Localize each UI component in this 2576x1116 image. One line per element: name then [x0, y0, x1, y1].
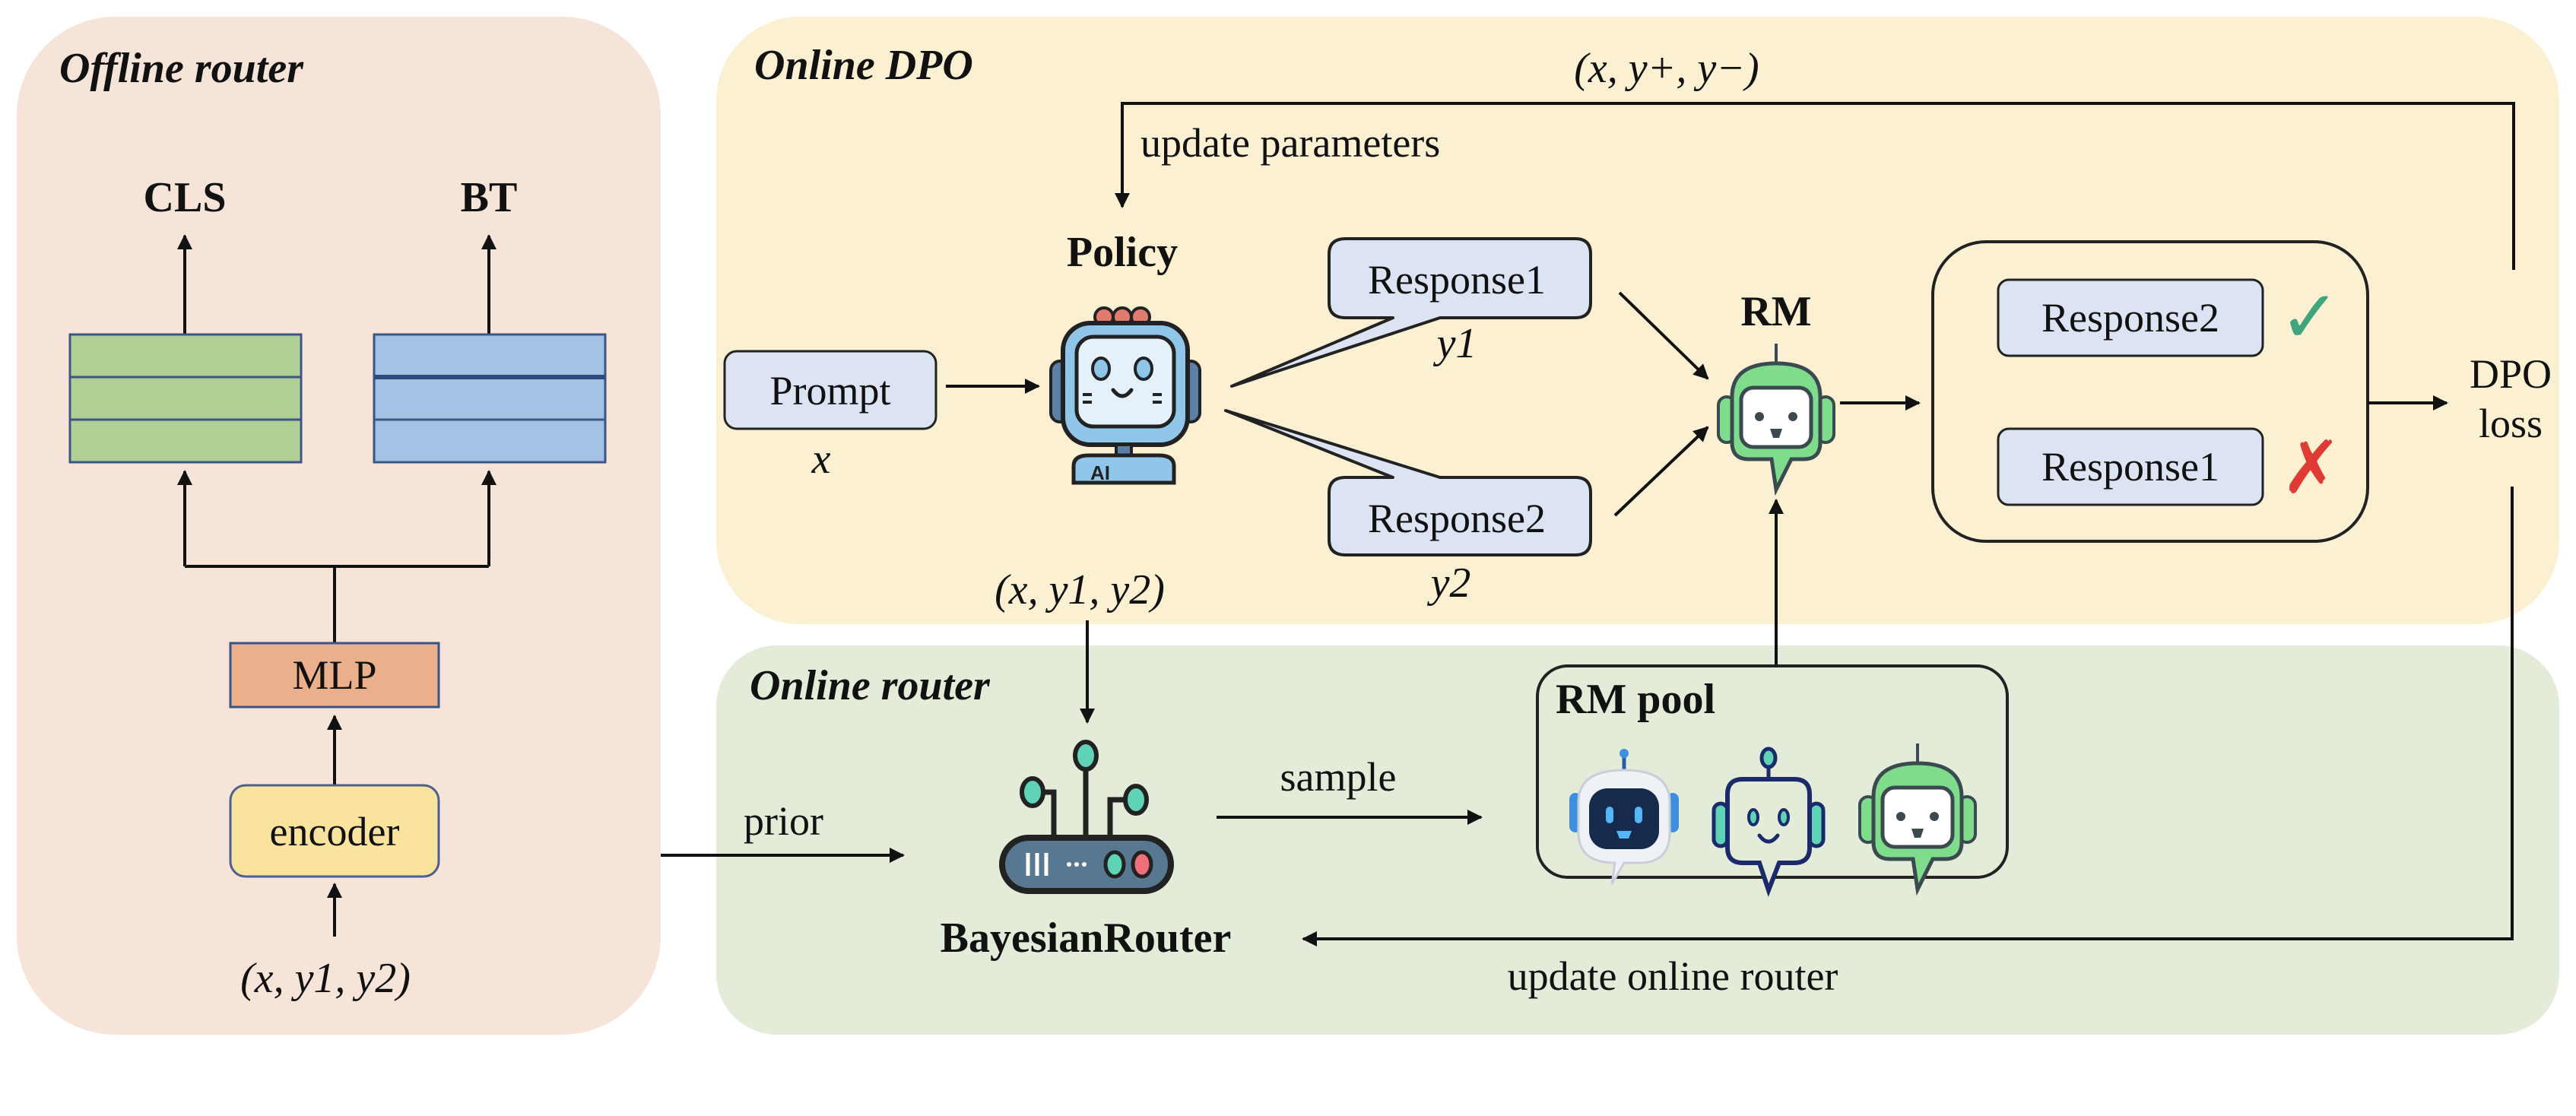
- encoder-block: [229, 784, 440, 878]
- ranked-response-rejected-label: Response1: [2041, 444, 2219, 490]
- update-online-router-arrow: [1302, 487, 2514, 946]
- prompt-variable: x: [811, 436, 831, 483]
- rm-pool-robot-3-icon: [1858, 743, 1977, 896]
- rm-pool-label: RM pool: [1556, 676, 1715, 723]
- cls-head-block: [68, 333, 303, 464]
- policy-output-tuple: (x, y1, y2): [995, 566, 1165, 613]
- preference-tuple-label: (x, y+, y−): [1574, 45, 1759, 92]
- cls-head-label: CLS: [144, 174, 227, 221]
- bayesian-router-label: BayesianRouter: [941, 915, 1232, 962]
- response2-bubble: [1224, 409, 1592, 556]
- prompt-box: [723, 350, 937, 430]
- prompt-label: Prompt: [769, 368, 890, 414]
- prior-label: prior: [744, 798, 823, 844]
- update-online-router-label: update online router: [1508, 953, 1838, 999]
- offline-input-tuple: (x, y1, y2): [240, 955, 411, 1002]
- check-icon: ✓: [2279, 274, 2340, 360]
- ranked-responses-group: [1931, 240, 2369, 543]
- ranked-response-rejected-box: [1997, 427, 2264, 506]
- dpo-loss-label-line1: DPO: [2470, 351, 2552, 397]
- update-parameters-label: update parameters: [1140, 120, 1440, 166]
- offline-router-title: Offline router: [59, 45, 304, 92]
- offline-router-panel: [17, 17, 661, 1035]
- ranked-response-chosen-box: [1997, 278, 2264, 357]
- response1-bubble: [1230, 237, 1592, 388]
- update-parameters-arrow: [1115, 102, 2515, 270]
- response2-variable: y2: [1427, 560, 1471, 607]
- rm-robot-icon: [1717, 344, 1835, 496]
- response1-label: Response1: [1368, 257, 1546, 303]
- bt-head-block: [373, 333, 607, 464]
- encoder-label: encoder: [270, 809, 400, 854]
- online-router-title: Online router: [750, 662, 991, 709]
- online-dpo-title: Online DPO: [754, 42, 973, 89]
- response2-to-rm-arrow: [1613, 426, 1709, 517]
- policy-label: Policy: [1067, 229, 1178, 276]
- response1-variable: y1: [1433, 320, 1477, 367]
- ranked-response-chosen-label: Response2: [2041, 295, 2219, 341]
- rm-label: RM: [1740, 288, 1811, 335]
- mlp-block: [229, 642, 440, 709]
- cross-icon: ✗: [2281, 425, 2342, 510]
- response2-label: Response2: [1368, 496, 1546, 541]
- response1-to-rm-arrow: [1618, 291, 1709, 380]
- rm-pool-robot-1-icon: [1569, 749, 1679, 885]
- dpo-loss-label-line2: loss: [2479, 401, 2543, 446]
- mlp-label: MLP: [292, 652, 376, 698]
- svg-text:AI: AI: [1090, 461, 1110, 484]
- bayesian-router-icon: [999, 740, 1174, 894]
- rm-pool-robot-2-icon: [1712, 747, 1826, 897]
- bt-head-label: BT: [461, 174, 518, 221]
- policy-robot-icon: AI: [1049, 306, 1201, 485]
- sample-label: sample: [1280, 754, 1397, 800]
